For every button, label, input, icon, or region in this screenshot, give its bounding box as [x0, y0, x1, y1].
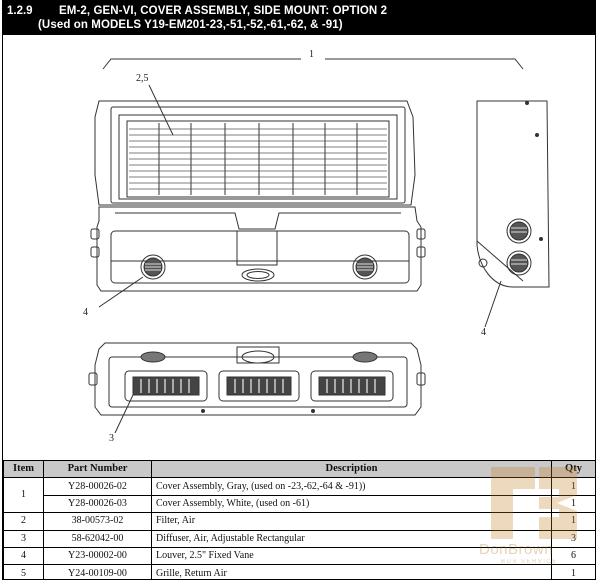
section-title: EM-2, GEN-VI, COVER ASSEMBLY, SIDE MOUNT… [59, 5, 388, 17]
table-row: 3 58-62042-00 Diffuser, Air, Adjustable … [3, 529, 595, 548]
cell-part-number: Y23-00002-00 [43, 546, 152, 566]
cell-qty: 1 [551, 512, 595, 531]
cell-qty: 6 [551, 546, 595, 566]
callout-item-2-5: 2,5 [136, 73, 149, 84]
rect-diffusers [124, 370, 394, 402]
section-number: 1.2.9 [7, 5, 33, 17]
cell-description: Cover Assembly, Gray, (used on -23,-62,-… [151, 477, 552, 496]
col-header-description: Description [151, 459, 552, 479]
table-row: 5 Y24-00109-00 Grille, Return Air 1 [3, 564, 595, 579]
section-header: 1.2.9 EM-2, GEN-VI, COVER ASSEMBLY, SIDE… [3, 1, 595, 35]
cell-part-number: Y28-00026-03 [43, 494, 152, 514]
cell-description: Louver, 2.5" Fixed Vane [151, 546, 552, 566]
cell-qty: 1 [551, 564, 595, 579]
cell-description: Cover Assembly, White, (used on -61) [151, 494, 552, 514]
callout-item-3: 3 [109, 433, 114, 444]
dimension-line [102, 58, 524, 70]
table-row: 4 Y23-00002-00 Louver, 2.5" Fixed Vane 6 [3, 546, 595, 566]
table-header-row: Item Part Number Description Qty [3, 459, 595, 479]
cell-item: 1 [3, 477, 44, 514]
cell-description: Filter, Air [151, 512, 552, 531]
cell-item: 5 [3, 564, 44, 579]
cell-part-number: 38-00573-02 [43, 512, 152, 531]
callout-item-4-front: 4 [83, 307, 88, 318]
cell-part-number: 58-62042-00 [43, 529, 152, 548]
cell-part-number: Y28-00026-02 [43, 477, 152, 496]
callout-item-1: 1 [309, 49, 314, 60]
side-view [476, 100, 550, 328]
cell-description: Grille, Return Air [151, 564, 552, 579]
cell-qty: 1 [551, 494, 595, 514]
bottom-view [88, 342, 426, 434]
parts-table: Item Part Number Description Qty 1 Y28-0… [3, 459, 595, 579]
drawing-svg [88, 58, 550, 434]
front-view [90, 84, 426, 308]
section-subtitle: (Used on MODELS Y19-EM201-23,-51,-52,-61… [38, 19, 343, 31]
table-row: 1 Y28-00026-02 Cover Assembly, Gray, (us… [3, 477, 595, 514]
table-row: 2 38-00573-02 Filter, Air 1 [3, 512, 595, 531]
cell-item: 3 [3, 529, 44, 548]
col-header-qty: Qty [551, 459, 595, 479]
cell-item: 4 [3, 546, 44, 566]
col-header-part-number: Part Number [43, 459, 152, 479]
col-header-item: Item [3, 459, 44, 479]
cell-part-number: Y24-00109-00 [43, 564, 152, 579]
cell-description: Diffuser, Air, Adjustable Rectangular [151, 529, 552, 548]
table-row: Y28-00026-03 Cover Assembly, White, (use… [4, 494, 595, 514]
cell-item: 2 [3, 512, 44, 531]
cell-qty: 1 [551, 477, 595, 496]
cell-qty: 3 [551, 529, 595, 548]
assembly-drawing: 1 2,5 4 4 3 [3, 35, 595, 459]
callout-item-4-side: 4 [481, 327, 486, 338]
